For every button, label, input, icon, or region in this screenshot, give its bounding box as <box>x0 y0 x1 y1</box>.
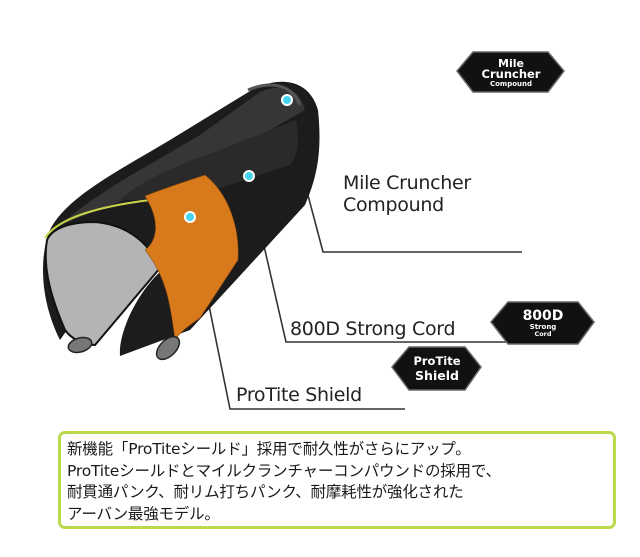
badge-line: 800D <box>522 307 564 324</box>
badge-line: Cord <box>534 329 552 338</box>
badge-line: Cruncher <box>481 67 541 82</box>
marker-strong-cord <box>243 170 255 182</box>
label-800d-strong-cord: 800D Strong Cord <box>290 318 456 340</box>
badge-800d-strong-cord: 800D Strong Cord <box>500 304 586 342</box>
description-line: 耐貫通パンク、耐リム打ちパンク、耐摩耗性が強化された <box>67 483 464 501</box>
tire-diagram: Mile Cruncher Compound 800D Strong Cord … <box>43 51 595 410</box>
description-line: ProTiteシールドとマイルクランチャーコンパウンドの採用で、 <box>67 461 501 480</box>
label-line: Mile Cruncher <box>343 172 471 194</box>
description-line: アーバン最強モデル。 <box>67 504 220 523</box>
badge-line: ProTite <box>413 354 461 368</box>
tire-cross-section-illustration <box>43 51 595 410</box>
marker-protite <box>184 211 196 223</box>
badge-mile-cruncher-compound: Mile Cruncher Compound <box>466 54 556 92</box>
badge-line: Compound <box>489 79 533 88</box>
badge-line: Shield <box>415 367 459 383</box>
label-line: Compound <box>343 194 444 216</box>
label-mile-cruncher-compound: Mile Cruncher Compound <box>343 172 471 216</box>
label-line: 800D Strong Cord <box>290 318 456 340</box>
badge-line: Mile <box>498 57 524 71</box>
label-line: ProTite Shield <box>236 384 362 406</box>
badge-line: Strong <box>529 322 557 331</box>
description-callout: 新機能「ProTiteシールド」採用で耐久性がさらにアップ。 ProTiteシー… <box>58 431 616 529</box>
badge-shape-strong-cord <box>490 301 595 345</box>
badge-shape-mile-cruncher <box>456 51 565 93</box>
label-protite-shield: ProTite Shield <box>236 384 362 406</box>
marker-mile-cruncher <box>281 94 293 106</box>
badge-shape-protite <box>391 346 482 391</box>
description-line: 新機能「ProTiteシールド」採用で耐久性がさらにアップ。 <box>67 440 471 458</box>
badge-protite-shield: ProTite Shield <box>400 349 474 389</box>
